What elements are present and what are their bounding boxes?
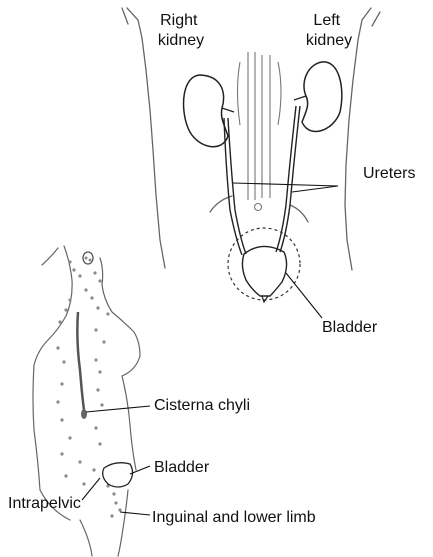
- intrapelvic-label: Intrapelvic: [8, 495, 81, 512]
- bladder-label-top: Bladder: [322, 319, 378, 336]
- leader-lines-bottom: [82, 406, 150, 515]
- bladder-label-bottom: Bladder: [154, 459, 210, 476]
- lymphatic-chain: [56, 252, 121, 518]
- bladder-bottom: [103, 463, 133, 487]
- spine-aorta: [238, 52, 282, 211]
- left-kidney-label: Left kidney: [306, 12, 352, 49]
- right-kidney: [184, 75, 234, 147]
- ureters-label: Ureters: [363, 165, 415, 182]
- right-kidney-label: Right kidney: [158, 12, 204, 49]
- inguinal-label: Inguinal and lower limb: [152, 509, 316, 526]
- cisterna-chyli-label: Cisterna chyli: [154, 397, 250, 414]
- left-kidney: [294, 62, 342, 132]
- bladder-top: [228, 228, 300, 302]
